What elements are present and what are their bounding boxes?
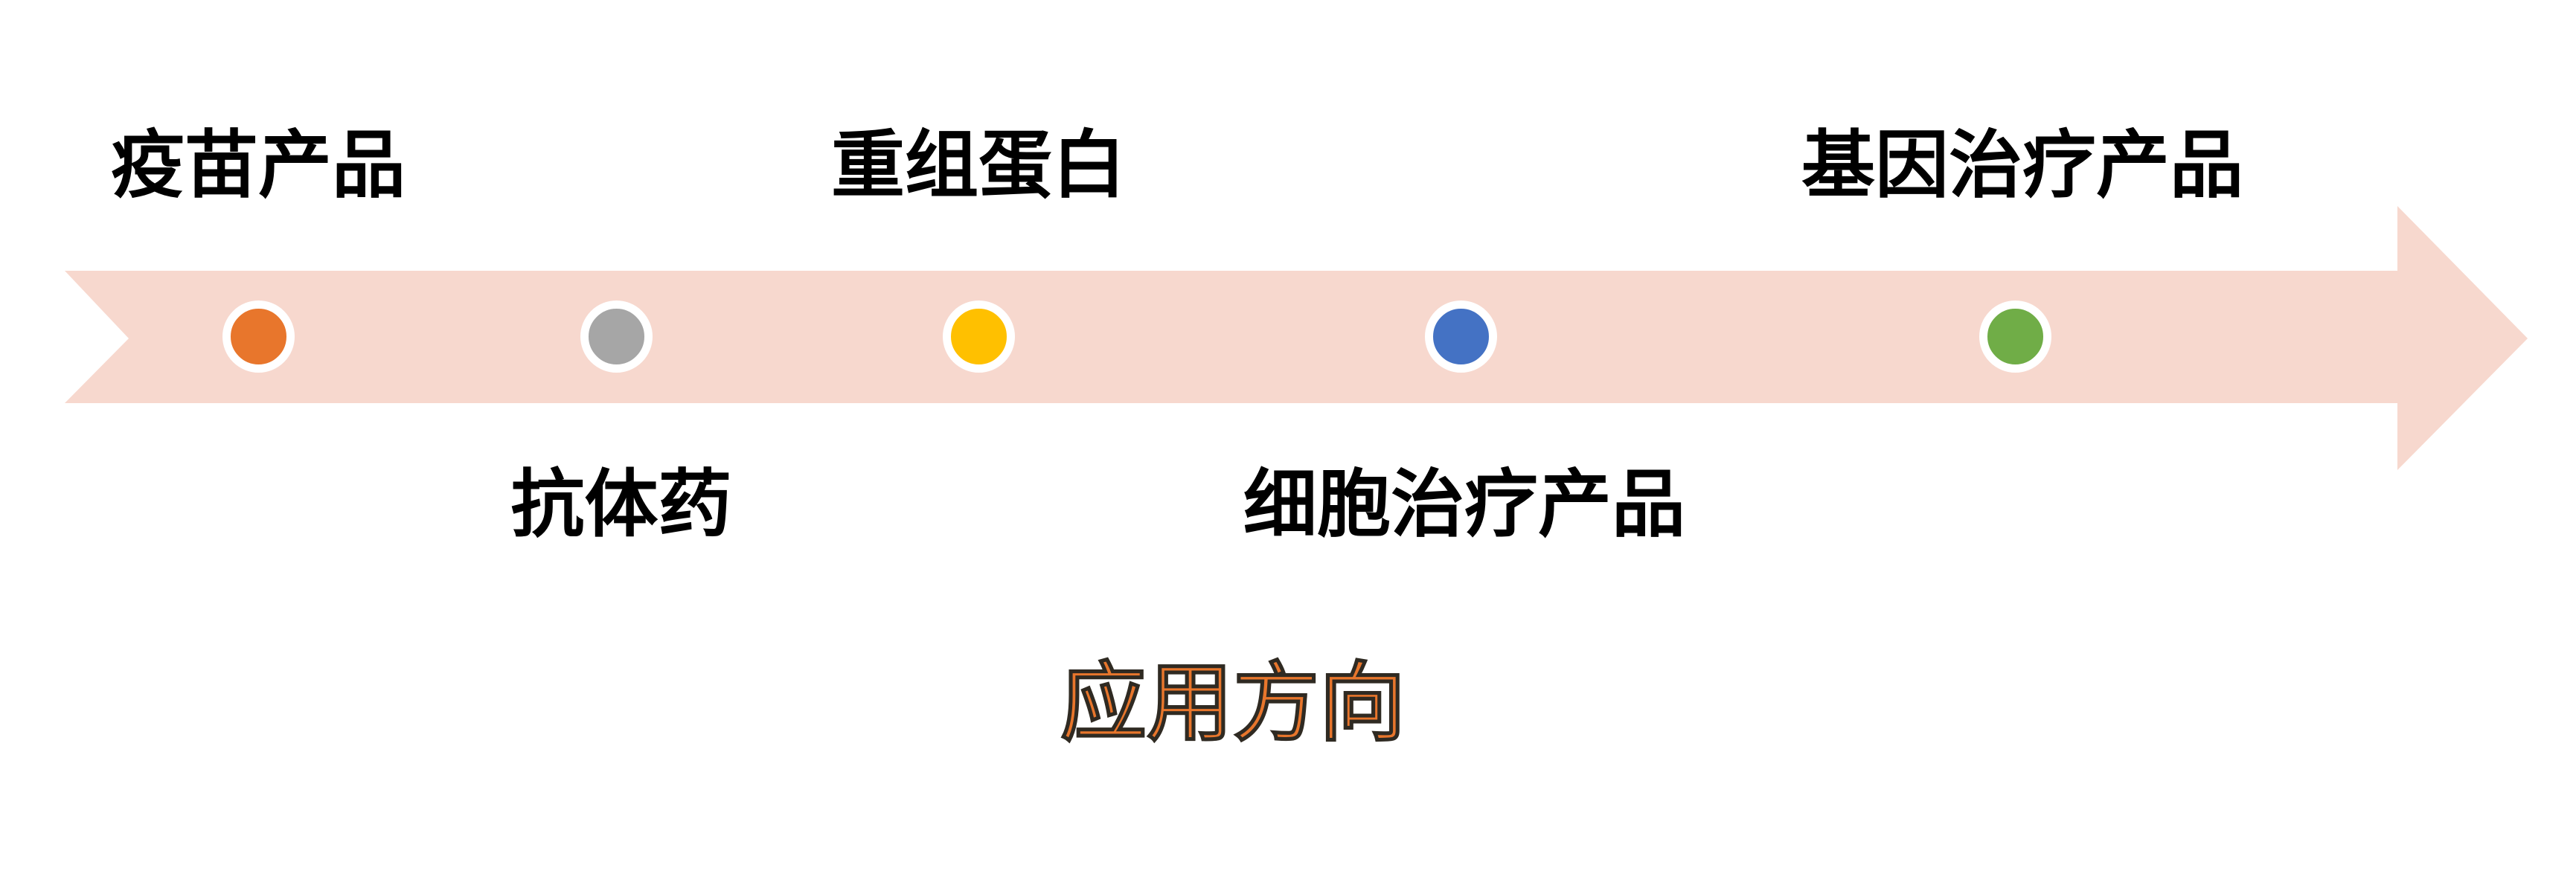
node-marker-gene-therapy[interactable]: [1979, 300, 2051, 373]
node-label-cell-therapy: 细胞治疗产品: [1243, 463, 1685, 545]
node-label-vaccine: 疫苗产品: [111, 123, 406, 206]
node-marker-vaccine[interactable]: [222, 300, 295, 373]
arrow-band-shape: [65, 206, 2528, 470]
node-label-antibody: 抗体药: [510, 463, 732, 545]
node-label-recombinant-protein: 重组蛋白: [831, 123, 1126, 206]
node-marker-cell-therapy[interactable]: [1425, 300, 1497, 373]
node-marker-recombinant-protein[interactable]: [943, 300, 1015, 373]
node-marker-antibody[interactable]: [580, 300, 653, 373]
node-label-gene-therapy: 基因治疗产品: [1801, 123, 2243, 206]
diagram-caption: 应用方向: [1060, 655, 1406, 751]
